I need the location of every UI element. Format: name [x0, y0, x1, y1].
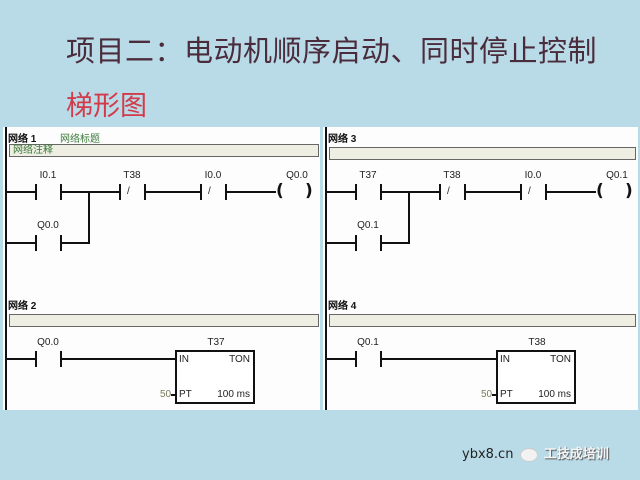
contact-t38-label[interactable]: T38: [123, 170, 141, 181]
timer-pt-pin: PT: [179, 389, 192, 400]
wire: [60, 242, 90, 244]
contact-i00-label[interactable]: I0.0: [204, 170, 222, 181]
contact-q00-left: [35, 235, 37, 251]
wire: [7, 191, 35, 193]
wire: [380, 242, 410, 244]
coil-close: ): [625, 181, 633, 201]
contact-q00-n2-label[interactable]: Q0.0: [37, 337, 59, 348]
contact-t38-nc-left: [119, 184, 121, 200]
wire: [327, 191, 355, 193]
power-rail: [5, 127, 7, 410]
contact-i00-nc-left: [520, 184, 522, 200]
wire: [492, 394, 497, 396]
wire: [464, 191, 520, 193]
ladder-panel-left: 网络 1 网络标题 网络注释 I0.1 / T38 / I0.0 ( ) Q0.…: [3, 127, 320, 410]
network-2-comment[interactable]: [9, 314, 319, 327]
contact-t38-label[interactable]: T38: [443, 170, 461, 181]
network-1-comment[interactable]: 网络注释: [9, 144, 319, 157]
network-3-comment[interactable]: [329, 147, 636, 160]
contact-q01-n4-label[interactable]: Q0.1: [357, 337, 379, 348]
wire: [327, 242, 355, 244]
wire: [380, 358, 497, 360]
slide-subtitle: 梯形图: [66, 91, 147, 122]
timer-pt-pin: PT: [500, 389, 513, 400]
timer-pt-value[interactable]: 50: [160, 389, 172, 400]
timer-t38-name[interactable]: T38: [528, 337, 546, 348]
nc-slash: /: [127, 186, 130, 197]
branch-wire: [408, 191, 410, 244]
coil-open: (: [596, 181, 604, 201]
watermark-site: ybx8.cn: [462, 447, 514, 462]
timer-base: 100 ms: [538, 389, 571, 400]
network-1-label: 网络 1: [8, 134, 37, 145]
contact-q01-n4-left: [355, 351, 357, 367]
timer-type: TON: [229, 354, 250, 365]
contact-q01-left: [355, 235, 357, 251]
watermark: ybx8.cn 工技成培训: [462, 443, 609, 462]
wire: [225, 191, 276, 193]
timer-t37-box[interactable]: IN TON PT 100 ms: [175, 350, 255, 404]
network-4-comment[interactable]: [329, 314, 636, 327]
wire: [60, 358, 176, 360]
timer-base: 100 ms: [217, 389, 250, 400]
contact-q01-label[interactable]: Q0.1: [357, 220, 379, 231]
coil-close: ): [305, 181, 313, 201]
timer-pt-value[interactable]: 50: [481, 389, 493, 400]
timer-in-pin: IN: [179, 354, 189, 365]
network-2-label: 网络 2: [8, 301, 37, 312]
network-1-title[interactable]: 网络标题: [60, 134, 100, 145]
wire: [545, 191, 596, 193]
timer-in-pin: IN: [500, 354, 510, 365]
wire: [171, 394, 176, 396]
contact-t37-label[interactable]: T37: [359, 170, 377, 181]
nc-slash: /: [447, 186, 450, 197]
contact-t38-nc-left: [439, 184, 441, 200]
contact-t37-left: [355, 184, 357, 200]
wire: [7, 242, 35, 244]
branch-wire: [88, 191, 90, 244]
coil-open: (: [276, 181, 284, 201]
ladder-panel-right: 网络 3 T37 / T38 / I0.0 ( ) Q0.1 Q0.1 网络 4…: [323, 127, 638, 410]
wire: [7, 358, 35, 360]
power-rail: [325, 127, 327, 410]
nc-slash: /: [208, 186, 211, 197]
contact-i01-label[interactable]: I0.1: [39, 170, 57, 181]
wire: [327, 358, 355, 360]
contact-q00-label[interactable]: Q0.0: [37, 220, 59, 231]
wire: [380, 191, 440, 193]
timer-t37-name[interactable]: T37: [207, 337, 225, 348]
wire: [144, 191, 200, 193]
contact-i00-nc-left: [200, 184, 202, 200]
contact-i00-label[interactable]: I0.0: [524, 170, 542, 181]
coil-q01-label[interactable]: Q0.1: [606, 170, 628, 181]
network-4-label: 网络 4: [328, 301, 357, 312]
contact-q00-n2-left: [35, 351, 37, 367]
slide-title: 项目二：电动机顺序启动、同时停止控制: [66, 34, 598, 68]
watermark-brand: 工技成培训: [543, 447, 609, 462]
timer-t38-box[interactable]: IN TON PT 100 ms: [496, 350, 576, 404]
timer-type: TON: [550, 354, 571, 365]
nc-slash: /: [528, 186, 531, 197]
coil-q00-label[interactable]: Q0.0: [286, 170, 308, 181]
wire: [60, 191, 120, 193]
wechat-icon: [519, 447, 538, 462]
contact-i01-left: [35, 184, 37, 200]
network-3-label: 网络 3: [328, 134, 357, 145]
